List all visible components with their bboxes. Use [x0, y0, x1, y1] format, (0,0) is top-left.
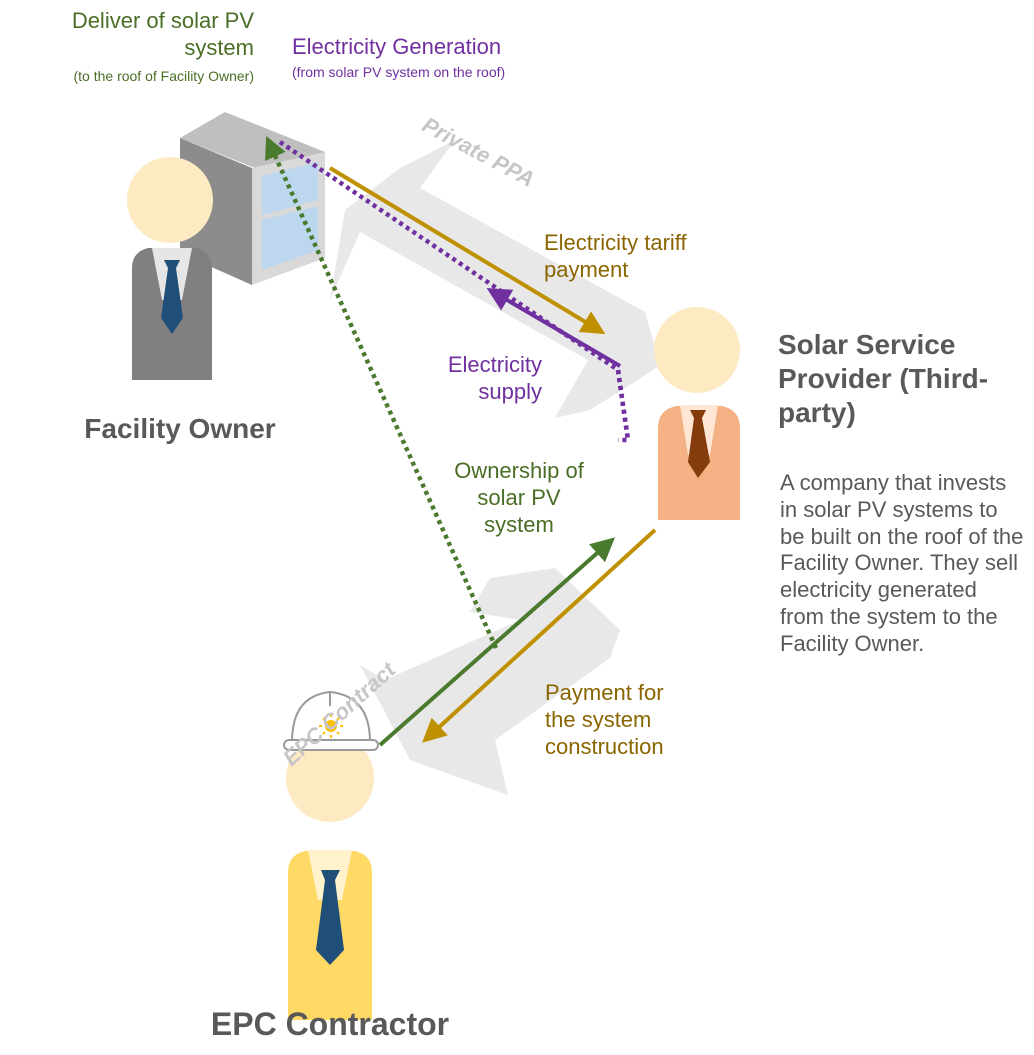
- generation-sublabel: (from solar PV system on the roof): [292, 64, 506, 80]
- private-ppa-contract-band: [330, 140, 660, 418]
- epc-contractor-person-icon: [286, 734, 374, 1020]
- solar-provider-name: Solar Service Provider (Third-party): [778, 329, 989, 429]
- sun-icon: [319, 714, 343, 738]
- tariff-payment-arrow: [328, 166, 606, 335]
- electricity-generation-dotted-line: [615, 369, 631, 441]
- solar-provider-description: A company that invests in solar PV syste…: [780, 470, 1024, 656]
- tariff-payment-label: Electricity tariff payment: [544, 230, 687, 282]
- electricity-supply-label: Electricity supply: [447, 352, 542, 404]
- delivery-dotted-arrow: [265, 135, 499, 649]
- construction-payment-label: Payment for the system construction: [545, 680, 664, 759]
- epc-contractor-name: EPC Contractor: [210, 1006, 450, 1042]
- solar-provider-person-icon: [654, 307, 740, 520]
- facility-owner-person-icon: [127, 157, 213, 380]
- construction-payment-arrow: [422, 528, 657, 743]
- ownership-label: Ownership of solar PV system: [454, 458, 584, 537]
- deliver-sublabel: (to the roof of Facility Owner): [73, 68, 254, 84]
- deliver-label: Deliver of solar PV system: [71, 8, 254, 60]
- ownership-arrow: [378, 537, 615, 747]
- facility-owner-name: Facility Owner: [84, 413, 276, 444]
- generation-label: Electricity Generation: [292, 34, 502, 59]
- building-icon: [180, 112, 325, 285]
